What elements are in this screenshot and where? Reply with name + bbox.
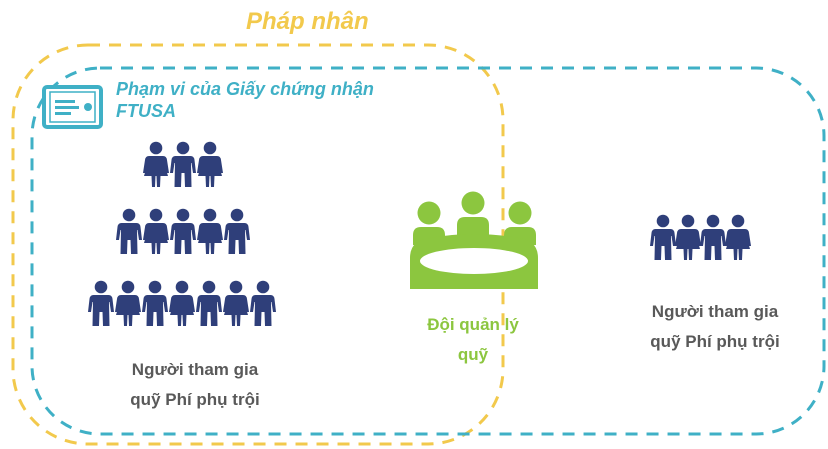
- legal-entity-boundary: [11, 43, 505, 446]
- left-people-pyramid: [88, 141, 276, 326]
- right-caption-line-1: Người tham gia: [651, 302, 779, 321]
- meeting-table-icon: [410, 191, 538, 289]
- people-row-1: [143, 141, 223, 187]
- mid-caption-line-1: Đội quản lý: [427, 315, 519, 334]
- right-caption-line-2: quỹ Phí phụ trội: [650, 332, 780, 351]
- people-row-3: [88, 280, 276, 326]
- certificate-icon: [42, 85, 103, 129]
- certificate-scope-label: Phạm vi của Giấy chứng nhận FTUSA: [116, 79, 374, 121]
- certificate-scope-boundary: [30, 66, 826, 436]
- right-participants-caption: Người tham gia quỹ Phí phụ trội: [600, 297, 828, 357]
- legal-entity-label: Pháp nhân: [246, 8, 369, 35]
- fund-committee-caption: Đội quản lý quỹ: [398, 310, 548, 370]
- right-people-group: [650, 214, 751, 260]
- mid-caption-line-2: quỹ: [457, 345, 489, 364]
- left-participants-caption: Người tham gia quỹ Phí phụ trội: [90, 355, 300, 415]
- people-row-2: [116, 208, 250, 254]
- left-caption-line-2: quỹ Phí phụ trội: [130, 390, 260, 409]
- left-caption-line-1: Người tham gia: [131, 360, 259, 379]
